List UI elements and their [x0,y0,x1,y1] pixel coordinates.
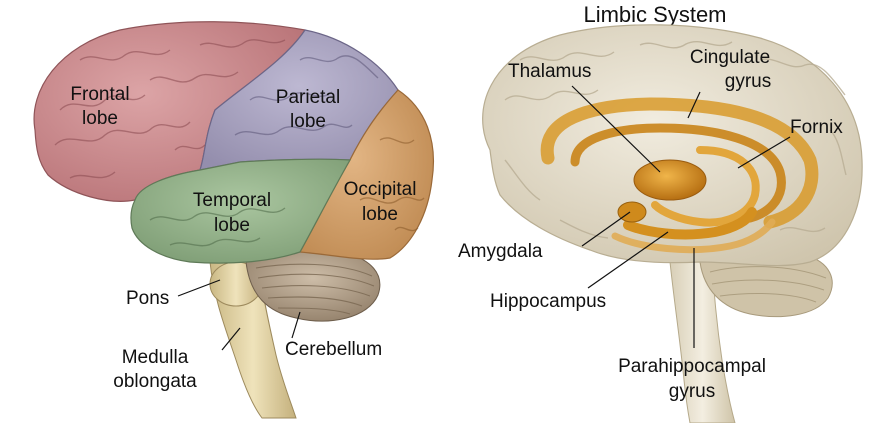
label-cingulate-gyrus-line1: Cingulate [690,47,770,68]
label-hippocampus: Hippocampus [490,291,606,312]
label-amygdala: Amygdala [458,241,543,262]
limbic-diagram: Limbic System [458,2,862,423]
label-temporal-lobe-line2: lobe [214,215,250,236]
lobes-diagram: Frontal lobe Parietal lobe Temporal lobe… [34,22,433,418]
label-medulla-line2: oblongata [113,371,197,392]
label-occipital-lobe-line2: lobe [362,204,398,225]
thalamus [634,160,706,200]
amygdala [618,202,646,222]
label-parietal-lobe-line2: lobe [290,111,326,132]
label-pons: Pons [126,288,169,309]
label-medulla-line1: Medulla [122,347,189,368]
label-parahippocampal-gyrus-line2: gyrus [669,381,715,402]
label-cingulate-gyrus-line2: gyrus [725,71,771,92]
label-frontal-lobe-line2: lobe [82,108,118,129]
label-cerebellum: Cerebellum [285,339,382,360]
label-thalamus: Thalamus [508,61,591,82]
label-parahippocampal-gyrus-line1: Parahippocampal [618,356,766,377]
label-fornix: Fornix [790,117,843,138]
title-limbic-system: Limbic System [583,2,726,27]
label-parietal-lobe-line1: Parietal [276,87,340,108]
label-frontal-lobe-line1: Frontal [70,84,129,105]
label-occipital-lobe-line1: Occipital [344,179,417,200]
label-temporal-lobe-line1: Temporal [193,190,271,211]
